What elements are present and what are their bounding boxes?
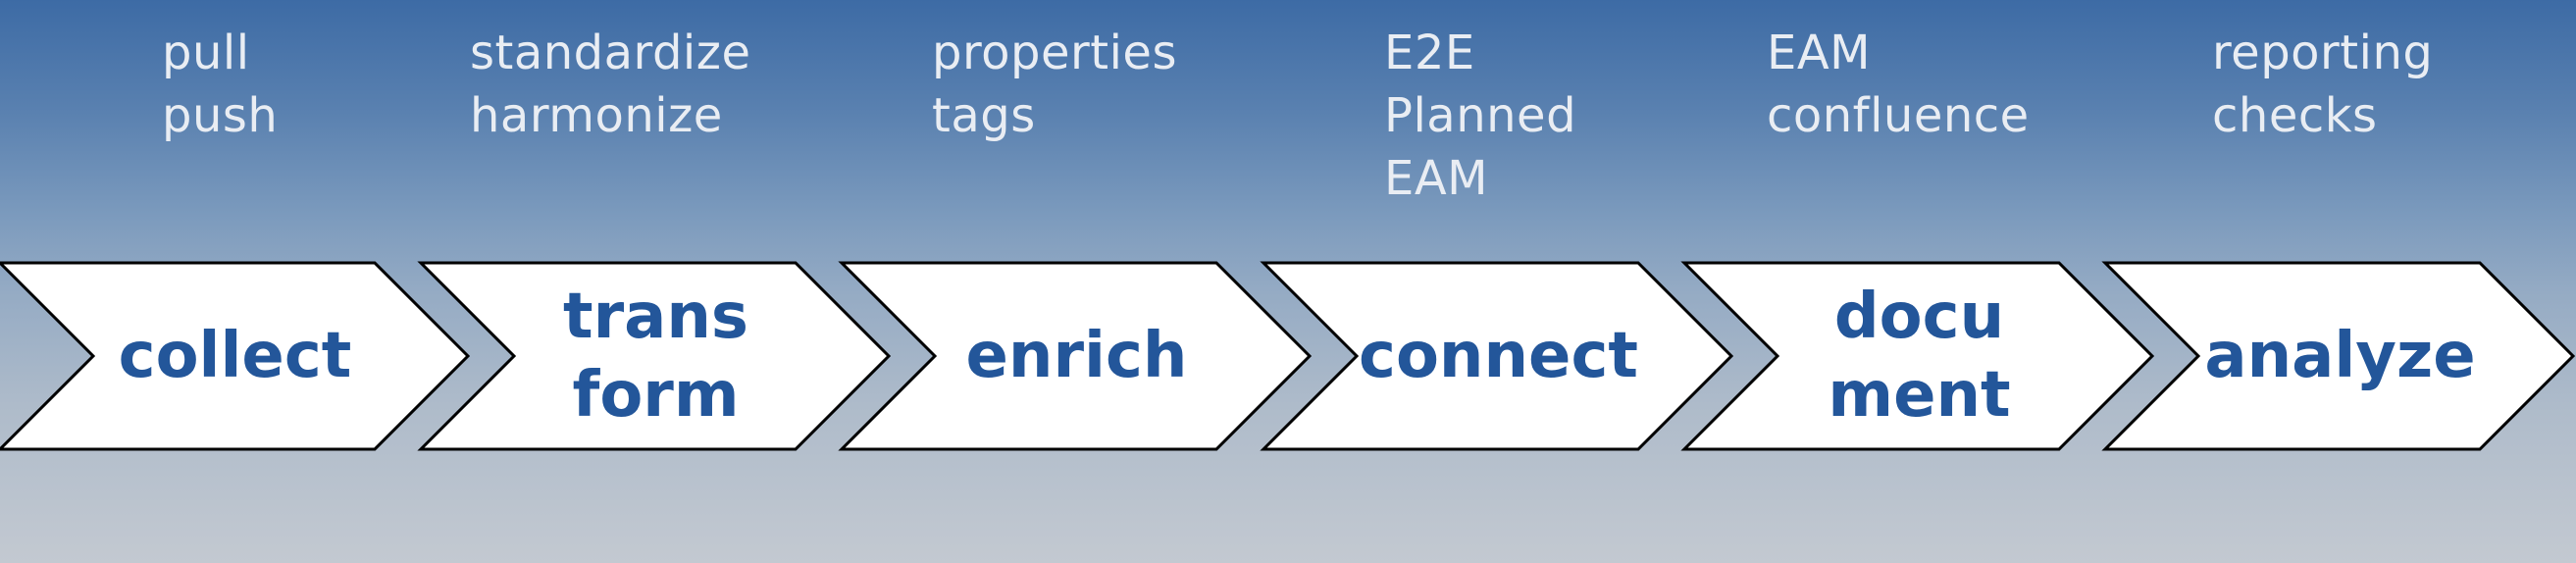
notes-transform: standardize harmonize — [470, 22, 750, 147]
step-enrich: enrich — [838, 261, 1313, 451]
note-line: pull — [162, 26, 250, 80]
note-line: tags — [932, 88, 1036, 143]
note-line: Planned — [1384, 88, 1577, 143]
note-line: E2E — [1384, 26, 1475, 80]
chevron-shape — [1260, 261, 1734, 451]
step-document: docu ment — [1680, 261, 2155, 451]
note-line: EAM — [1767, 26, 1872, 80]
chevron-shape — [2101, 261, 2576, 451]
notes-collect: pull push — [162, 22, 278, 147]
chevron-shape — [417, 261, 892, 451]
step-transform: trans form — [417, 261, 892, 451]
notes-document: EAM confluence — [1767, 22, 2030, 147]
note-line: checks — [2212, 88, 2378, 143]
chevron-shape — [1680, 261, 2155, 451]
note-line: EAM — [1384, 151, 1489, 206]
notes-enrich: properties tags — [932, 22, 1177, 147]
note-line: push — [162, 88, 279, 143]
step-connect: connect — [1260, 261, 1734, 451]
note-line: properties — [932, 26, 1177, 80]
step-collect: collect — [0, 261, 471, 451]
chevron-shape — [0, 261, 471, 451]
note-line: reporting — [2212, 26, 2434, 80]
chevron-shape — [838, 261, 1313, 451]
notes-connect: E2E Planned EAM — [1384, 22, 1576, 210]
process-flow: collect trans form enrich connect docu m — [0, 261, 2576, 451]
note-line: standardize — [470, 26, 751, 80]
note-line: harmonize — [470, 88, 723, 143]
step-analyze: analyze — [2101, 261, 2576, 451]
step-notes-row: pull push standardize harmonize properti… — [0, 0, 2576, 245]
note-line: confluence — [1767, 88, 2030, 143]
notes-analyze: reporting checks — [2212, 22, 2433, 147]
